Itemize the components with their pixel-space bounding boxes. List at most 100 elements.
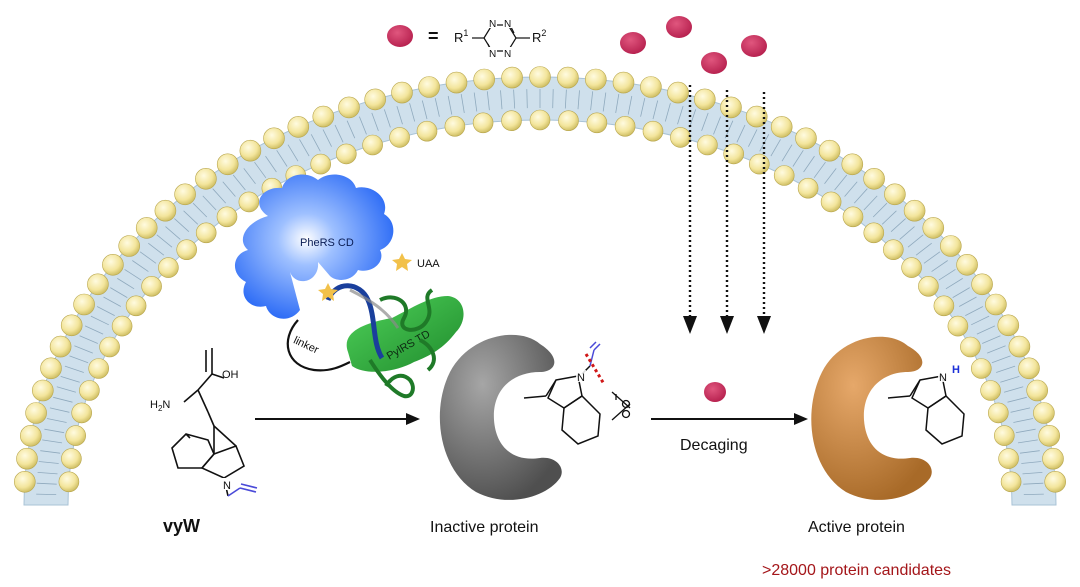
lipid-head-outer bbox=[640, 76, 662, 98]
vyW-label: vyW bbox=[163, 516, 200, 536]
lipid-tail bbox=[192, 202, 208, 218]
tetrazine-n4: N bbox=[504, 49, 511, 60]
inactive-n: N bbox=[577, 372, 585, 384]
lipid-tail bbox=[792, 150, 804, 167]
lipid-head-outer bbox=[195, 168, 217, 190]
lipid-tail bbox=[202, 195, 217, 211]
lipid-tail bbox=[834, 174, 848, 191]
lipid-tail bbox=[117, 278, 135, 290]
lipid-head-outer bbox=[49, 335, 72, 358]
lipid-head-outer bbox=[263, 127, 285, 150]
lipid-head-inner bbox=[842, 206, 864, 228]
lipid-head-inner bbox=[933, 295, 955, 317]
lipid-head-inner bbox=[310, 153, 332, 175]
lipid-head-outer bbox=[818, 139, 841, 162]
lipid-tail bbox=[513, 89, 516, 109]
lipid-head-outer bbox=[795, 127, 817, 150]
lipid-tail bbox=[53, 396, 73, 403]
lipid-head-outer bbox=[31, 379, 54, 402]
tetrazine-dot-intracellular bbox=[704, 382, 726, 402]
lipid-head-inner bbox=[65, 425, 86, 446]
lipid-head-outer bbox=[584, 68, 607, 91]
lipid-tail bbox=[577, 90, 580, 110]
lipid-head-inner bbox=[820, 191, 842, 213]
lipid-tail bbox=[923, 251, 941, 264]
pheRS-cd-domain bbox=[234, 174, 394, 319]
lipid-head-outer bbox=[693, 88, 716, 111]
lipid-head-inner bbox=[947, 315, 969, 337]
lipid-tail bbox=[1022, 472, 1043, 475]
lipid-tail bbox=[44, 428, 65, 434]
lipid-tail bbox=[359, 116, 367, 135]
lipid-tail bbox=[473, 92, 478, 112]
tetrazine-legend: = R1 N N N N R2 bbox=[387, 17, 546, 60]
tetrazine-dot bbox=[701, 52, 727, 74]
lipid-head-outer bbox=[73, 293, 95, 316]
lipid-head-inner bbox=[335, 143, 357, 165]
lipid-head-inner bbox=[444, 116, 466, 137]
lipid-tail bbox=[69, 355, 89, 364]
lipid-head-outer bbox=[770, 116, 793, 138]
lipid-tail bbox=[564, 89, 567, 109]
lipid-head-outer bbox=[13, 470, 36, 493]
lipid-head-inner bbox=[99, 336, 120, 358]
tetrazine-n3: N bbox=[489, 49, 496, 60]
lipid-head-outer bbox=[501, 66, 523, 89]
lipid-tail bbox=[36, 493, 57, 495]
lipid-tail bbox=[701, 112, 709, 131]
lipid-head-inner bbox=[614, 116, 636, 137]
lipid-head-outer bbox=[939, 235, 962, 257]
lipid-tail bbox=[460, 94, 465, 113]
lipid-tail bbox=[212, 188, 226, 204]
lipid-tail bbox=[664, 103, 671, 122]
lipid-head-outer bbox=[216, 153, 239, 176]
lipid-tail bbox=[770, 139, 781, 157]
lipid-tail bbox=[996, 365, 1016, 373]
lipid-tails bbox=[36, 89, 1044, 495]
lipid-head-inner bbox=[58, 471, 80, 493]
lipid-tail bbox=[254, 161, 267, 179]
lipid-tail bbox=[1013, 418, 1034, 423]
lipid-tail bbox=[965, 306, 984, 316]
lipid-head-outer bbox=[922, 217, 945, 239]
lipid-tail bbox=[156, 234, 173, 248]
lipid-tail bbox=[959, 296, 977, 307]
lipid-head-outer bbox=[87, 273, 109, 296]
lipid-head-inner bbox=[993, 425, 1015, 446]
lipid-tail bbox=[165, 226, 181, 240]
vyW-n: N bbox=[223, 480, 231, 492]
lipid-tail bbox=[938, 269, 956, 281]
lipid-head-inner bbox=[642, 120, 664, 142]
lipid-tail bbox=[1015, 428, 1036, 434]
reaction-arrows: Decaging bbox=[255, 413, 808, 454]
inactive-vinyl bbox=[589, 341, 601, 367]
lipid-head-outer bbox=[118, 235, 140, 257]
lipid-tail bbox=[689, 109, 697, 128]
lipid-heads-inner bbox=[58, 109, 1022, 493]
lipid-tail bbox=[37, 472, 58, 475]
lipid-tail bbox=[863, 195, 878, 211]
lipid-tail bbox=[434, 98, 440, 117]
vyW-oh: OH bbox=[222, 369, 239, 381]
lipid-tail bbox=[781, 144, 793, 162]
lipid-tail bbox=[881, 210, 897, 225]
lipid-head-outer bbox=[884, 183, 906, 206]
legend-equals: = bbox=[428, 26, 439, 46]
lipid-head-outer bbox=[1038, 424, 1060, 447]
lipid-tail bbox=[447, 95, 453, 115]
lipid-head-inner bbox=[111, 315, 133, 337]
uaa-star-bound bbox=[318, 283, 338, 301]
lipid-head-inner bbox=[670, 127, 691, 148]
lipid-tail bbox=[334, 124, 344, 143]
lipid-head-outer bbox=[418, 76, 440, 98]
lipid-tail bbox=[1003, 386, 1024, 393]
lipid-head-outer bbox=[312, 105, 335, 128]
lipid-head-outer bbox=[841, 153, 864, 176]
lipid-tail bbox=[383, 109, 391, 128]
lipid-head-inner bbox=[748, 153, 770, 175]
tetrazine-dot bbox=[620, 32, 646, 54]
lipid-head-inner bbox=[987, 402, 1009, 424]
lipid-tail bbox=[265, 155, 277, 173]
lipid-tail bbox=[60, 376, 80, 383]
